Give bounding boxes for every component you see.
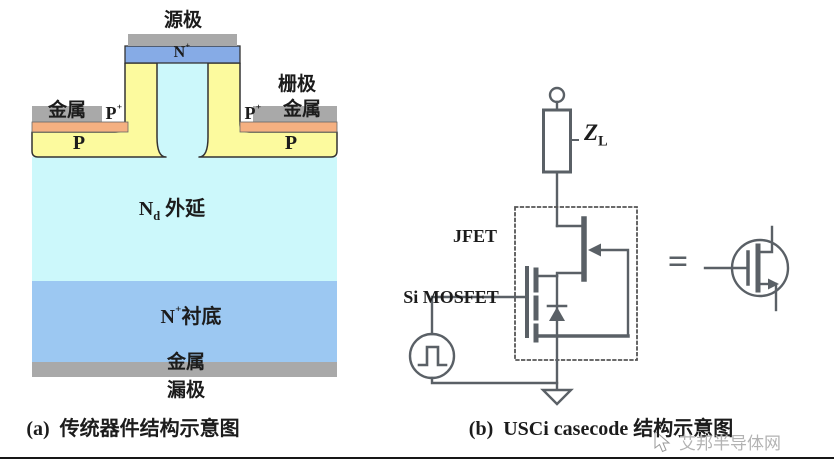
device-cross-section: [31, 34, 338, 377]
body-diode-triangle: [549, 307, 565, 321]
mosfet-label: Si MOSFET: [403, 287, 499, 307]
equals-sign: =: [667, 241, 689, 281]
jfet-gate-wire: [598, 248, 630, 338]
substrate-label: N⁺衬底: [160, 304, 222, 328]
p-left-label: P: [72, 132, 86, 154]
pplus-right-label: P⁺: [244, 103, 262, 124]
caption-panel-b: (b) USCi casecode 结构示意图: [468, 418, 734, 440]
pplus-base: P: [244, 103, 256, 123]
drain-electrode-label: 漏极: [166, 380, 206, 401]
epi-base: N: [138, 198, 154, 220]
metal-bottom-label: 金属: [166, 352, 206, 373]
load-z-base: Z: [584, 120, 599, 145]
load-resistor: [542, 108, 572, 174]
metal-left-label: 金属: [47, 100, 87, 121]
pplus-sup: ⁺: [255, 103, 262, 115]
nplus-sup: ⁺: [185, 42, 191, 54]
epi-sub: d: [153, 209, 161, 223]
pplus-right-region: [239, 121, 338, 133]
jfet-source-wire: [555, 271, 583, 278]
gate-electrode-label: 栅极: [277, 74, 317, 95]
pplus-sup: ⁺: [116, 103, 123, 115]
epi-layer-region: [32, 157, 337, 281]
epi-layer-label: Nd 外延: [138, 198, 206, 223]
top-terminal: [548, 86, 566, 104]
load-z-sub: L: [598, 133, 608, 150]
cascode-dashed-box: [514, 206, 638, 361]
bottom-metal-region: [32, 362, 337, 377]
equiv-drain-lead: [759, 225, 774, 254]
jfet-gate-arrow: [588, 243, 601, 257]
pulse-return-wire: [430, 376, 559, 385]
cascode-circuit: [408, 86, 790, 406]
pulse-waveform-icon: [417, 345, 448, 367]
cursor-icon: [654, 429, 671, 453]
gate-metal-right-region: [253, 106, 337, 122]
metal-right-label: 金属: [282, 99, 322, 120]
pplus-left-label: P⁺: [105, 103, 123, 124]
ground-symbol: [540, 388, 574, 406]
pplus-left-region: [31, 121, 129, 133]
load-impedance-label: ZL: [584, 120, 608, 149]
p-right-label: P: [284, 132, 298, 154]
source-electrode-label: 源极: [163, 10, 203, 31]
nplus-source-label: N⁺: [173, 42, 191, 62]
bottom-border-line: [0, 457, 834, 459]
pplus-base: P: [105, 103, 117, 123]
pulse-source: [408, 332, 456, 380]
pulse-to-gate-wire: [430, 295, 529, 336]
substrate-base: N: [160, 306, 175, 328]
nplus-base: N: [173, 44, 186, 61]
watermark-text: 艾邦半导体网: [679, 434, 781, 453]
substrate-sup: ⁺: [174, 304, 182, 319]
caption-panel-a: (a) 传统器件结构示意图: [26, 418, 240, 440]
epi-suffix: 外延: [160, 198, 206, 220]
substrate-region: [32, 281, 337, 362]
equiv-source-arrow: [768, 278, 779, 290]
source-metal-region: [128, 34, 237, 46]
gate-metal-left-region: [32, 106, 102, 122]
jfet-label: JFET: [452, 226, 498, 246]
mesa-channel-region: [157, 63, 208, 158]
substrate-suffix: 衬底: [181, 306, 222, 328]
